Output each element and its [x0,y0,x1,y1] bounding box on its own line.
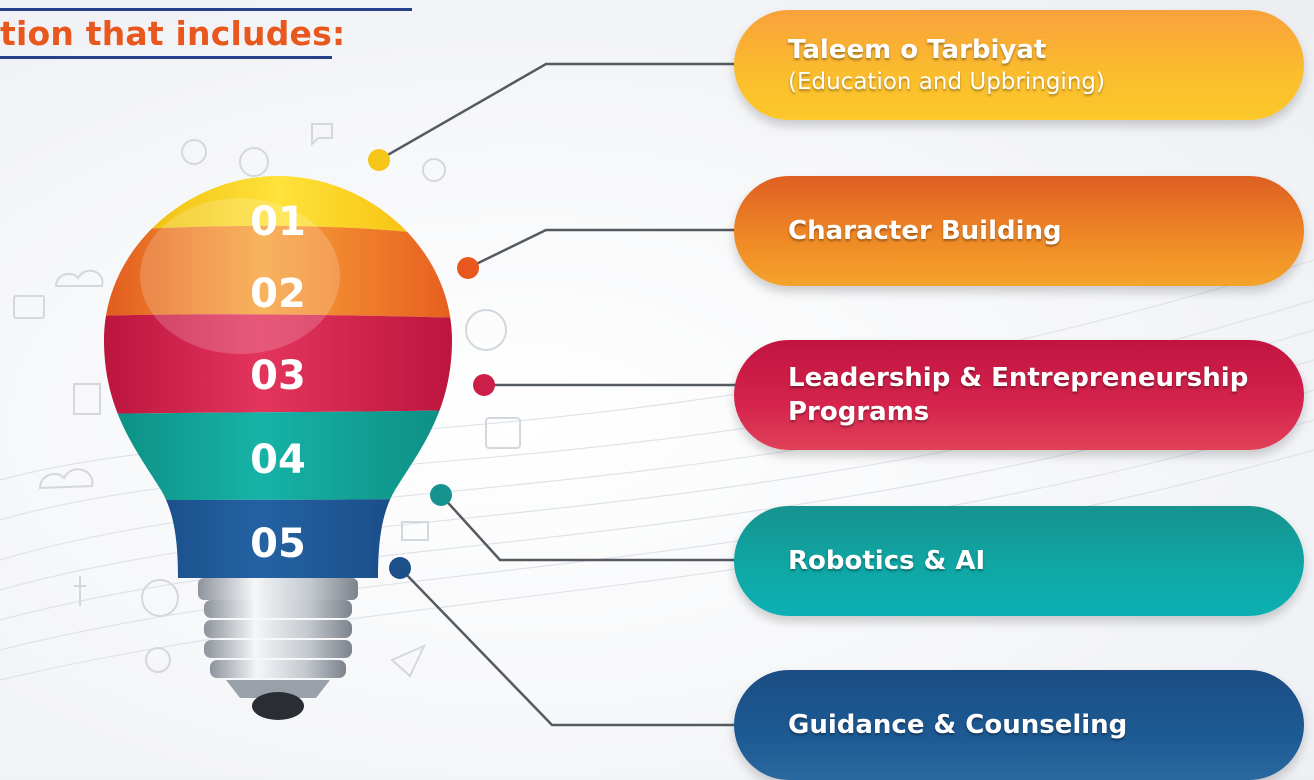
bulb-number-4: 04 [250,437,306,483]
bulb-band-5 [104,498,452,578]
bulb-highlight [140,198,340,354]
calendar-icon [485,417,521,449]
search-icon [239,147,269,177]
atom-icon [181,139,207,165]
item-pill-2: Character Building [734,176,1304,286]
bulb-number-5: 05 [250,521,306,567]
item-pill-1: Taleem o Tarbiyat (Education and Upbring… [734,10,1304,120]
gear-icon-2 [145,647,171,673]
bulb-number-2: 02 [250,271,306,317]
chat-icon [311,123,333,147]
heading-underline [0,56,332,59]
globe-icon-2 [141,579,179,617]
item-title-2: Character Building [788,216,1062,246]
connector-lines [378,62,736,727]
bulb-number-3: 03 [250,353,306,399]
gear-icon [422,158,446,182]
bulb-number-1: 01 [250,199,306,245]
item-pill-3: Leadership & Entrepreneurship Programs [734,340,1304,450]
bulb-band-3 [104,314,452,414]
dot-5 [389,557,411,579]
item-title-5: Guidance & Counseling [788,710,1128,740]
send-icon [390,644,427,678]
bulb-band-2 [104,225,452,318]
bar-chart-icon [73,383,101,415]
cloud-icon-2 [54,269,104,287]
dot-4 [430,484,452,506]
section-heading: tion that includes: [0,8,412,60]
cloud-icon [38,468,94,490]
connector-1 [378,62,736,162]
connector-dots [368,149,495,579]
item-pill-5: Guidance & Counseling [734,670,1304,780]
dot-3 [473,374,495,396]
mail-icon [401,521,429,541]
person-icon [74,576,86,606]
connector-5 [399,567,736,727]
dot-2 [457,257,479,279]
dot-1 [368,149,390,171]
heading-rule-top [0,8,412,11]
connector-2 [467,228,736,270]
light-bulb: 01 02 03 04 05 [104,176,452,720]
item-title-3: Leadership & Entrepreneurship Programs [788,363,1249,427]
item-subtitle-1: (Education and Upbringing) [788,69,1105,95]
heading-text: tion that includes: [0,14,346,53]
item-pill-4: Robotics & AI [734,506,1304,616]
item-title-4: Robotics & AI [788,546,986,576]
globe-icon [465,309,507,351]
item-title-1: Taleem o Tarbiyat [788,35,1047,65]
connector-4 [440,494,736,562]
background-icons [13,123,521,678]
bulb-band-4 [104,410,452,500]
monitor-icon [13,295,45,319]
